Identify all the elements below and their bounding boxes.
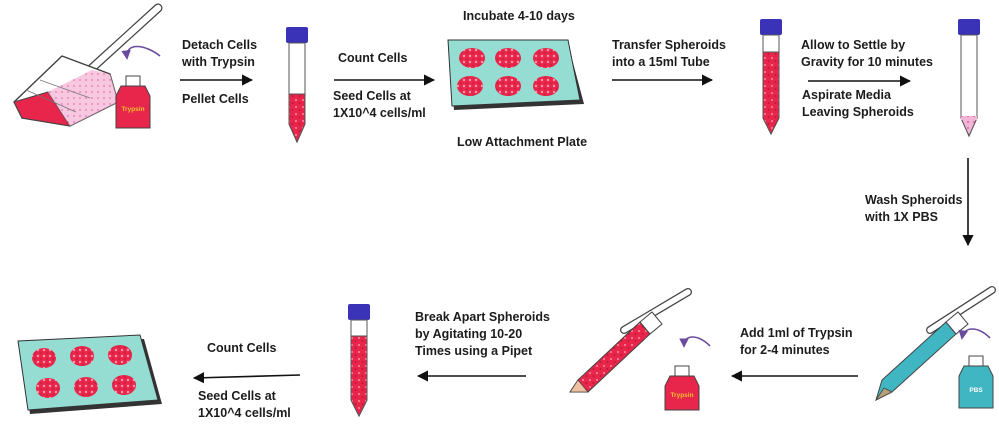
- curved-arrow-icon: [121, 45, 161, 60]
- step-count-cells: Count Cells: [338, 51, 408, 65]
- bottle-label: PBS: [969, 387, 983, 394]
- step-transfer: Transfer Spheroids into a 15ml Tube: [612, 37, 726, 71]
- text-line: Leaving Spheroids: [802, 105, 914, 119]
- text-line: with Trypsin: [182, 55, 255, 69]
- text-line: Seed Cells at: [198, 389, 276, 403]
- plate-icon: [17, 334, 162, 414]
- trypsin-bottle-icon: Trypsin: [664, 365, 700, 411]
- plate-label: Low Attachment Plate: [457, 135, 588, 149]
- text-line: Gravity for 10 minutes: [801, 55, 933, 69]
- text-line: Times using a Pipet: [415, 344, 533, 358]
- text-line: Add 1ml of Trypsin: [740, 326, 853, 340]
- low-attachment-plate-icon: [447, 39, 584, 110]
- step-count-cells-bottom: Count Cells: [207, 341, 277, 355]
- trypsin-bottle-icon: Trypsin: [115, 75, 151, 129]
- step-settle: Allow to Settle by Gravity for 10 minute…: [801, 37, 933, 71]
- bottle-label: Trypsin: [121, 106, 144, 113]
- step-pellet: Pellet Cells: [182, 92, 249, 106]
- tube-icon: [958, 19, 980, 138]
- tube-icon: [348, 304, 370, 418]
- culture-flask-icon: [13, 3, 163, 127]
- pipette-tube-icon: [569, 288, 692, 393]
- step-wash: Wash Spheroids with 1X PBS: [865, 192, 962, 226]
- step-aspirate: Aspirate Media Leaving Spheroids: [802, 87, 914, 121]
- text-line: 1X10^4 cells/ml: [198, 406, 291, 420]
- step-add-trypsin: Add 1ml of Trypsin for 2-4 minutes: [740, 325, 853, 359]
- text-line: with 1X PBS: [865, 210, 938, 224]
- step-detach: Detach Cells with Trypsin: [182, 37, 257, 71]
- text-line: 1X10^4 cells/ml: [333, 106, 426, 120]
- text-line: Wash Spheroids: [865, 193, 963, 207]
- text-line: for 2-4 minutes: [740, 343, 830, 357]
- text-line: into a 15ml Tube: [612, 55, 710, 69]
- arrow: [192, 372, 301, 384]
- step-seed-cells-bottom: Seed Cells at 1X10^4 cells/ml: [198, 388, 291, 422]
- pbs-bottle-icon: PBS: [958, 355, 994, 409]
- tube-icon: [286, 27, 308, 144]
- curved-arrow-icon: [958, 328, 991, 340]
- step-seed-cells: Seed Cells at 1X10^4 cells/ml: [333, 88, 426, 122]
- pipette-tube-icon: [874, 286, 996, 402]
- text-line: Allow to Settle by: [801, 38, 906, 52]
- text-line: Transfer Spheroids: [612, 38, 726, 52]
- tube-icon: [760, 19, 782, 136]
- text-line: by Agitating 10-20: [415, 327, 523, 341]
- text-line: Seed Cells at: [333, 89, 411, 103]
- step-break-apart: Break Apart Spheroids by Agitating 10-20…: [415, 309, 550, 360]
- text-line: Break Apart Spheroids: [415, 310, 550, 324]
- bottle-label: Trypsin: [670, 392, 693, 399]
- text-line: Detach Cells: [182, 38, 258, 52]
- text-line: Aspirate Media: [802, 88, 891, 102]
- step-incubate: Incubate 4-10 days: [463, 9, 575, 23]
- curved-arrow-icon: [679, 336, 711, 348]
